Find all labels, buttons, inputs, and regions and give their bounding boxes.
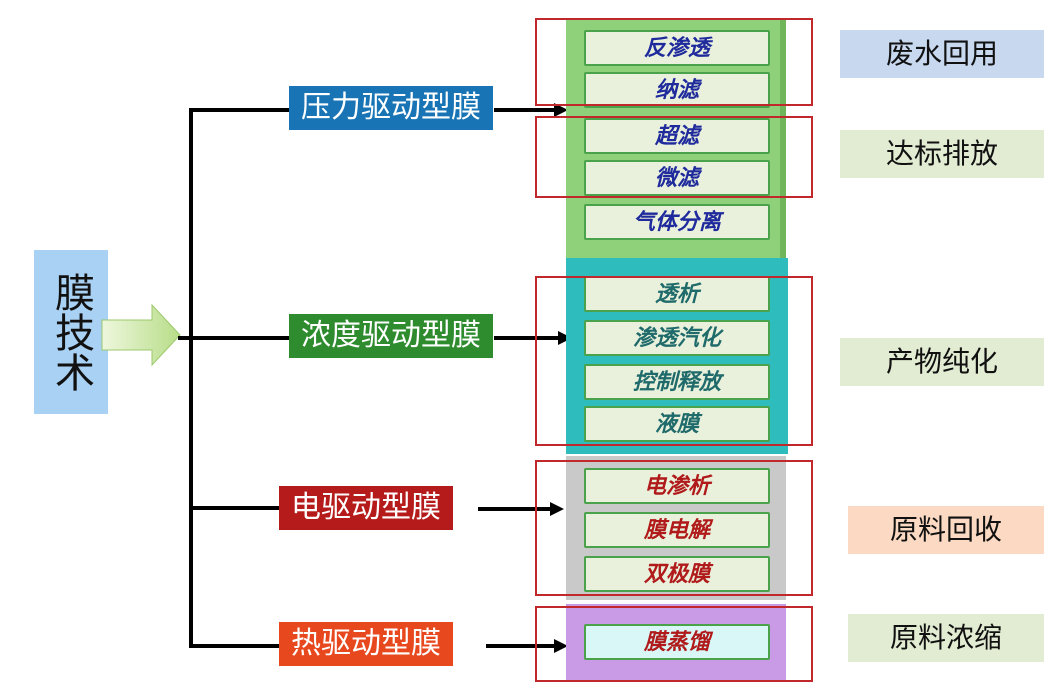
- root-label: 膜技术: [48, 272, 94, 392]
- trunk-connector: [178, 336, 191, 340]
- frame-recovery: [535, 460, 813, 596]
- category-electric: 电驱动型膜: [279, 486, 453, 530]
- item-reverse-osmosis: 反渗透: [584, 30, 770, 66]
- item-membrane-distillation: 膜蒸馏: [584, 624, 770, 660]
- app-material-concentration: 原料浓缩: [848, 614, 1044, 662]
- item-membrane-electrolysis: 膜电解: [584, 512, 770, 548]
- app-wastewater-reuse: 废水回用: [840, 30, 1044, 78]
- frame-discharge: [535, 116, 813, 198]
- category-pressure: 压力驱动型膜: [289, 86, 493, 130]
- arrowhead-icon: [550, 502, 564, 516]
- item-ultrafiltration: 超滤: [584, 118, 770, 154]
- item-dialysis: 透析: [584, 276, 770, 312]
- branch-line-electric: [189, 506, 281, 510]
- app-material-recovery: 原料回收: [848, 506, 1044, 554]
- item-nanofiltration: 纳滤: [584, 72, 770, 108]
- app-compliant-discharge: 达标排放: [840, 130, 1044, 178]
- tree-trunk: [189, 109, 193, 647]
- item-gas-separation: 气体分离: [584, 204, 770, 240]
- app-product-purification: 产物纯化: [840, 338, 1044, 386]
- arrow-line-thermal: [486, 644, 554, 648]
- arrow-line-electric: [478, 507, 550, 511]
- category-thermal: 热驱动型膜: [279, 622, 453, 666]
- item-controlled-release: 控制释放: [584, 364, 770, 400]
- branch-line-pressure: [189, 108, 289, 112]
- arrowhead-icon: [554, 639, 568, 653]
- item-liquid-membrane: 液膜: [584, 406, 770, 442]
- item-pervaporation: 渗透汽化: [584, 320, 770, 356]
- frame-wastewater-reuse: [535, 18, 813, 106]
- branch-line-concentration: [189, 336, 289, 340]
- fat-arrow-icon: [101, 303, 181, 367]
- arrowhead-icon: [554, 103, 568, 117]
- category-concentration: 浓度驱动型膜: [289, 314, 493, 358]
- root-box: 膜技术: [34, 250, 108, 414]
- arrow-line-concentration: [494, 336, 558, 340]
- item-electrodialysis: 电渗析: [584, 468, 770, 504]
- branch-line-thermal: [189, 644, 281, 648]
- item-bipolar-membrane: 双极膜: [584, 556, 770, 592]
- frame-concentration: [535, 606, 813, 682]
- item-microfiltration: 微滤: [584, 160, 770, 196]
- frame-purification: [535, 276, 813, 446]
- arrow-line-pressure: [494, 108, 554, 112]
